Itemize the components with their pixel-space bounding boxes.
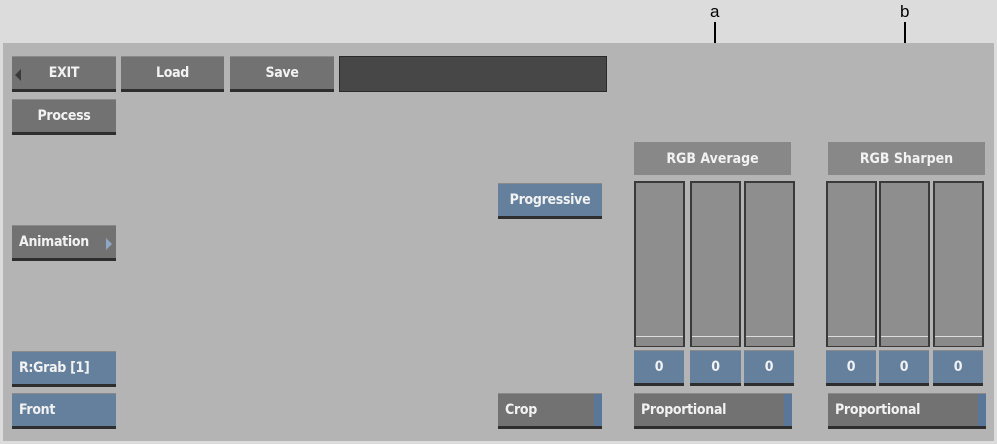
dropdown-indicator: [594, 394, 602, 426]
rgb-sharpen-mode-label: Proportional: [835, 402, 921, 418]
rgb-average-value-r[interactable]: 0: [634, 350, 684, 386]
rgb-sharpen-slider-b[interactable]: [933, 181, 984, 347]
dropdown-indicator: [784, 394, 792, 426]
rgb-average-value-b[interactable]: 0: [744, 350, 794, 386]
rgb-sharpen-value-b[interactable]: 0: [933, 350, 983, 386]
front-button[interactable]: Front: [12, 393, 116, 429]
rgb-sharpen-title: RGB Sharpen: [828, 142, 985, 175]
callout-b: b: [900, 2, 910, 21]
left-arrow-icon: [15, 69, 21, 81]
exit-button[interactable]: EXIT: [12, 56, 116, 92]
rgb-sharpen-slider-g[interactable]: [879, 181, 930, 347]
callout-a: a: [710, 2, 720, 21]
rgb-sharpen-value-r[interactable]: 0: [826, 350, 876, 386]
filename-field[interactable]: [339, 56, 607, 92]
rgb-average-mode-label: Proportional: [641, 402, 727, 418]
progressive-button[interactable]: Progressive: [498, 183, 602, 219]
rgb-average-title: RGB Average: [634, 142, 791, 175]
rgb-average-slider-r[interactable]: [634, 181, 685, 347]
load-button[interactable]: Load: [121, 56, 224, 92]
dropdown-indicator: [978, 394, 986, 426]
right-arrow-icon: [106, 238, 112, 250]
rgb-average-slider-g[interactable]: [690, 181, 741, 347]
rgb-sharpen-slider-r[interactable]: [826, 181, 877, 347]
rgb-sharpen-mode-dropdown[interactable]: Proportional: [828, 393, 986, 429]
crop-button[interactable]: Crop: [498, 393, 602, 429]
save-button[interactable]: Save: [230, 56, 334, 92]
animation-button[interactable]: Animation: [12, 225, 116, 261]
rgb-sharpen-value-g[interactable]: 0: [879, 350, 929, 386]
rgrab-button[interactable]: R:Grab [1]: [12, 351, 116, 387]
crop-label: Crop: [505, 402, 537, 418]
process-button[interactable]: Process: [12, 99, 116, 135]
exit-label: EXIT: [48, 65, 80, 81]
rgb-average-slider-b[interactable]: [744, 181, 795, 347]
rgb-average-value-g[interactable]: 0: [690, 350, 741, 386]
rgb-average-mode-dropdown[interactable]: Proportional: [634, 393, 792, 429]
animation-label: Animation: [19, 234, 89, 250]
